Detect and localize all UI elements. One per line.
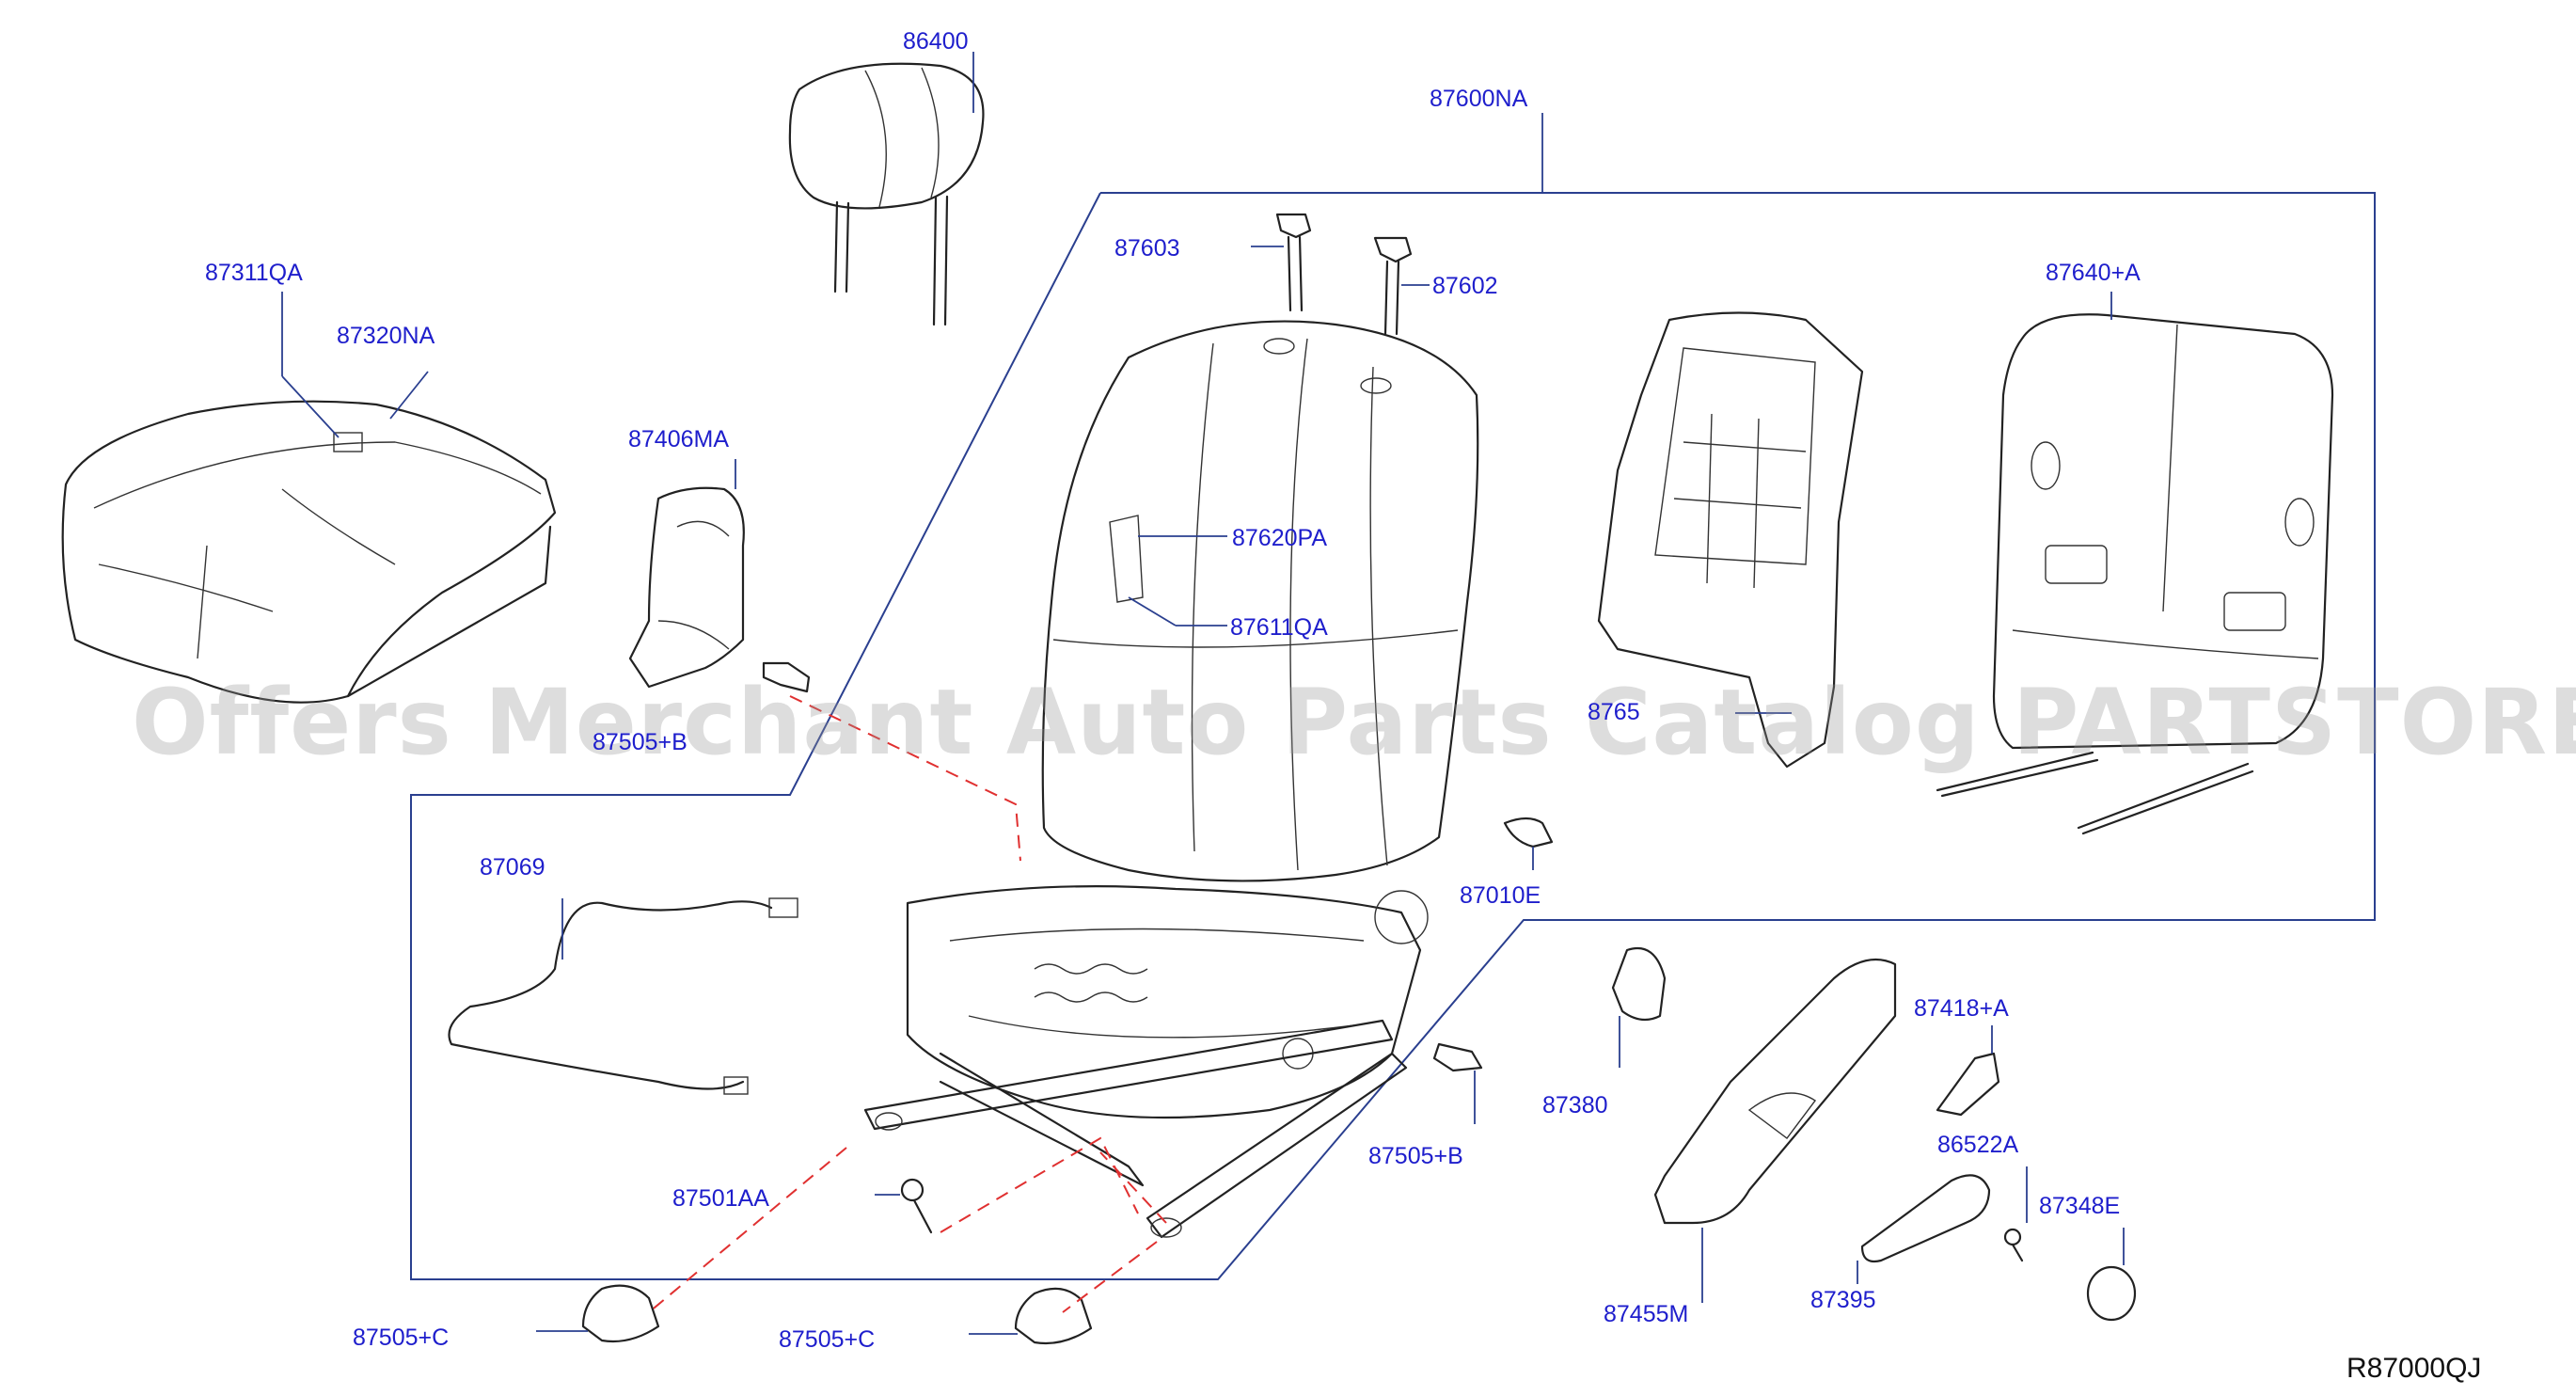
part-87505B	[1432, 1042, 1483, 1124]
part-87380	[1611, 946, 1667, 1068]
clip-87010E	[1503, 817, 1554, 870]
label-87455M: 87455M	[1604, 1301, 1689, 1327]
label-87395: 87395	[1810, 1287, 1876, 1313]
label-87505C-right: 87505+C	[779, 1326, 876, 1353]
reference-code: R87000QJ	[2347, 1353, 2482, 1384]
label-87069: 87069	[480, 854, 545, 880]
back-board-part	[1936, 292, 2334, 835]
label-87010E: 87010E	[1460, 882, 1541, 909]
label-87611QA: 87611QA	[1230, 614, 1328, 641]
label-87406MA: 87406MA	[628, 426, 730, 452]
part-87418A	[1936, 1025, 2000, 1117]
label-87311QA: 87311QA	[205, 260, 303, 286]
fitting-dashed-lines	[648, 695, 1167, 1313]
label-87320NA: 87320NA	[337, 323, 435, 349]
label-87640A: 87640+A	[2046, 260, 2141, 286]
wire-harness-part	[448, 897, 798, 1095]
side-cover-part	[628, 459, 811, 693]
foot-cover-left	[536, 1284, 660, 1343]
label-8765x: 8765	[1588, 699, 1640, 725]
label-87505B-top: 87505+B	[593, 729, 687, 755]
label-87418A: 87418+A	[1914, 995, 2009, 1022]
assembly-frame	[410, 192, 2376, 1280]
label-87602: 87602	[1432, 273, 1498, 299]
seat-cushion-part	[61, 292, 557, 704]
label-87505B: 87505+B	[1368, 1143, 1463, 1169]
seat-back-part	[1041, 320, 1479, 882]
watermark-text: Offers Merchant Auto Parts Catalog PARTS…	[132, 670, 2576, 775]
cap-87348E	[2086, 1228, 2137, 1322]
back-frame-part	[1597, 311, 1864, 769]
headrest-part	[788, 52, 985, 326]
side-finisher-part	[1653, 958, 1897, 1303]
headrest-guides	[1251, 213, 1430, 336]
label-86522A: 86522A	[1937, 1132, 2019, 1158]
label-87380: 87380	[1542, 1092, 1608, 1118]
label-86400: 86400	[903, 28, 969, 55]
seat-base-part	[863, 885, 1429, 1239]
bolt-87501AA	[875, 1178, 933, 1234]
label-87505C-left: 87505+C	[353, 1325, 450, 1351]
label-87501AA: 87501AA	[672, 1185, 769, 1212]
label-87600NA: 87600NA	[1430, 86, 1528, 112]
foot-cover-right	[969, 1287, 1093, 1345]
label-87620PA: 87620PA	[1232, 525, 1328, 551]
screw-86522A	[2003, 1166, 2028, 1262]
label-87348E: 87348E	[2039, 1193, 2121, 1219]
label-87603: 87603	[1114, 235, 1180, 262]
lever-part	[1857, 1174, 1991, 1284]
